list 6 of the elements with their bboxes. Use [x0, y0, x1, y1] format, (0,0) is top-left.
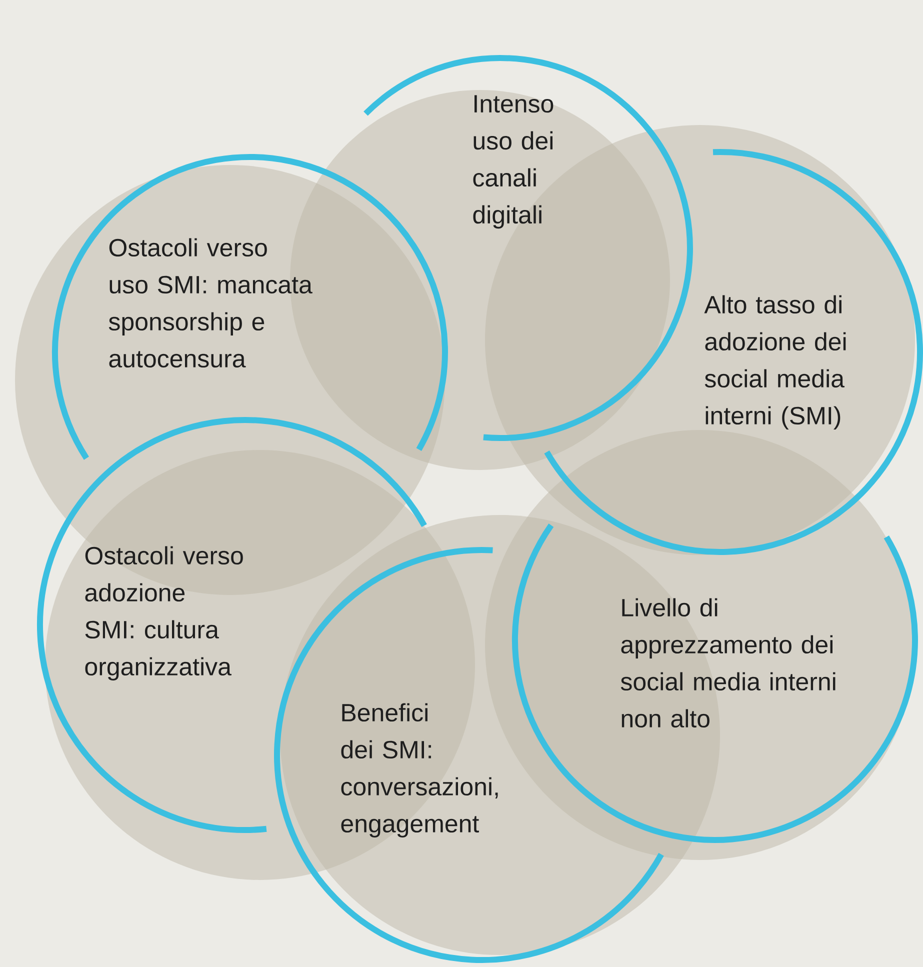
circle-label: Intenso uso dei canali digitali	[473, 95, 554, 229]
circle-label: Ostacoli verso uso SMI: mancata sponsorship e autocensura	[108, 238, 312, 368]
circle-label: Ostacoli verso adozione SMI: cultura organizzativa	[85, 546, 243, 680]
circle-label: Alto tasso di adozione dei social media interni (SMI)	[704, 295, 846, 430]
circle-label: Benefici dei SMI: conversazioni, engagement	[341, 703, 498, 838]
circle-label: Livello di apprezzamento dei social media interni non alto	[620, 598, 836, 728]
